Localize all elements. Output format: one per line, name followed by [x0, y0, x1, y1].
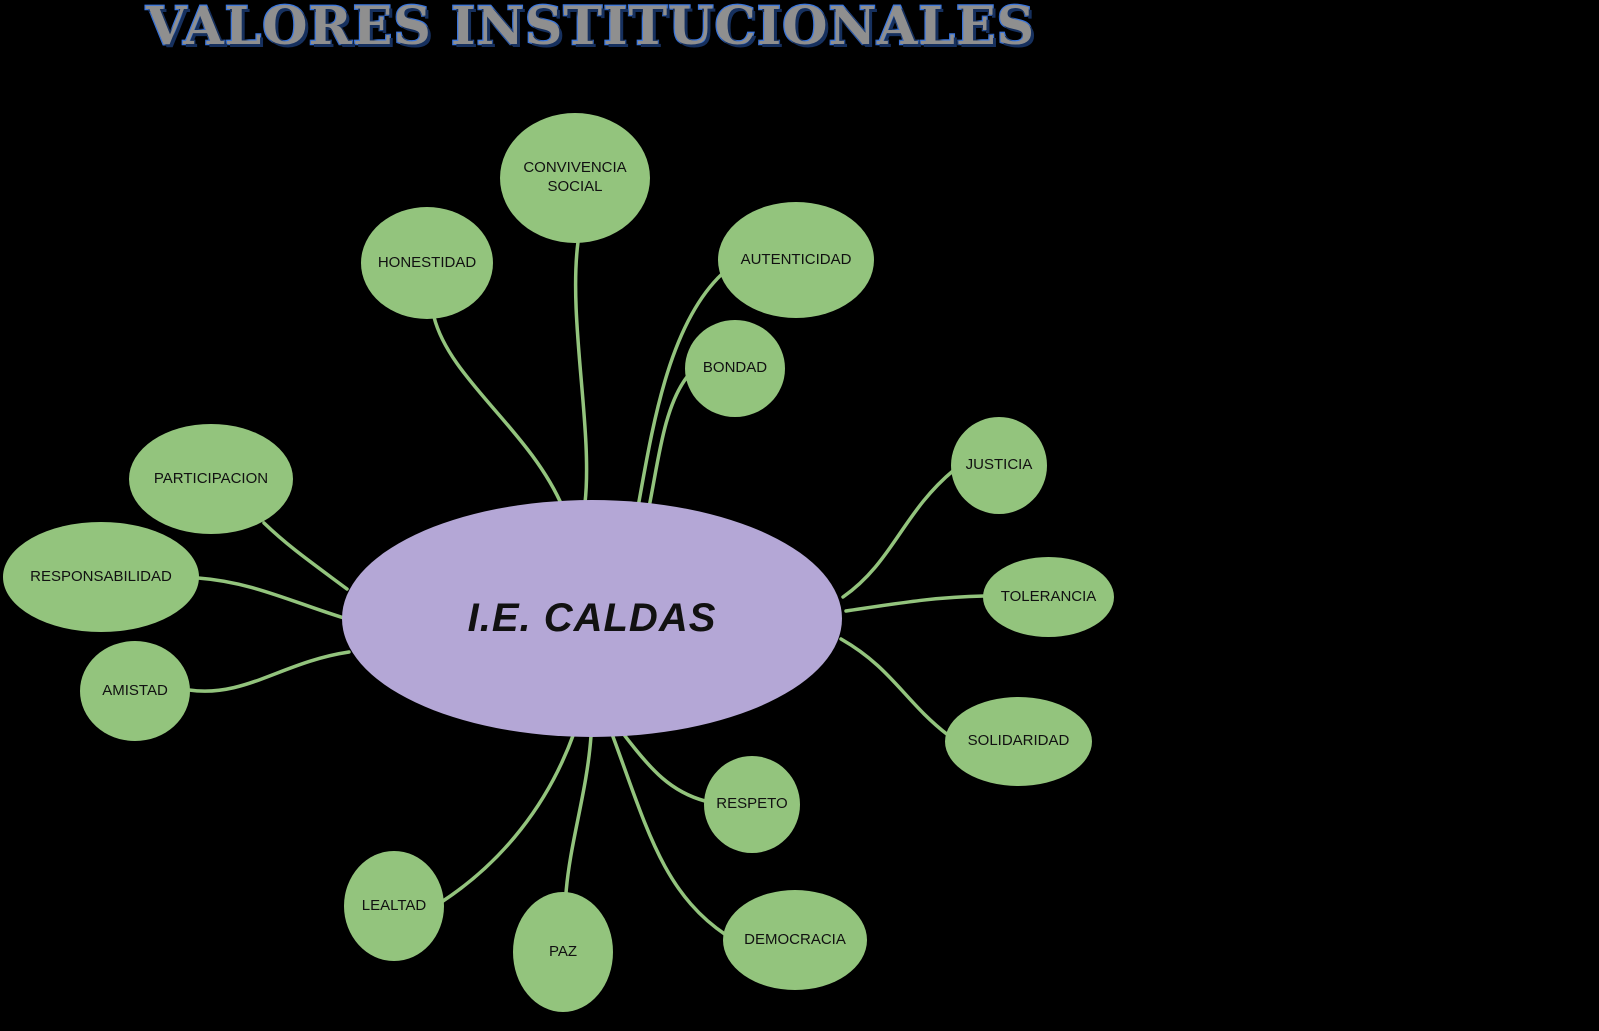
connector-responsabilidad	[196, 576, 346, 620]
connector-convivencia-social	[573, 240, 589, 505]
node-label: SOLIDARIDAD	[967, 732, 1070, 750]
node-label: BONDAD	[702, 359, 768, 377]
node-paz: PAZ	[513, 892, 613, 1012]
node-participacion: PARTICIPACION	[129, 424, 293, 534]
node-label: TOLERANCIA	[1000, 587, 1097, 605]
node-justicia: JUSTICIA	[951, 417, 1047, 514]
center-node-label: I.E. CALDAS	[467, 596, 717, 640]
node-democracia: DEMOCRACIA	[723, 890, 867, 990]
node-label: HONESTIDAD	[377, 253, 477, 271]
connector-paz	[564, 734, 593, 895]
node-responsabilidad: RESPONSABILIDAD	[3, 522, 199, 632]
node-honestidad: HONESTIDAD	[361, 207, 493, 319]
node-label: PARTICIPACION	[153, 469, 269, 487]
center-node-ie-caldas: I.E. CALDAS	[342, 500, 842, 737]
connector-honestidad	[432, 315, 565, 510]
page-title: VALORES INSTITUCIONALES	[145, 0, 1036, 58]
node-label: LEALTAD	[361, 896, 427, 914]
node-label: RESPETO	[716, 795, 788, 813]
node-solidaridad: SOLIDARIDAD	[945, 697, 1092, 786]
node-convivencia-social: CONVIVENCIA SOCIAL	[500, 113, 650, 243]
node-lealtad: LEALTAD	[344, 851, 444, 961]
node-amistad: AMISTAD	[80, 641, 190, 741]
connector-bondad	[646, 375, 689, 514]
node-autenticidad: AUTENTICIDAD	[718, 202, 874, 318]
node-label: DEMOCRACIA	[744, 930, 846, 948]
node-label: CONVIVENCIA SOCIAL	[523, 159, 627, 195]
node-label: AUTENTICIDAD	[740, 250, 852, 268]
node-respeto: RESPETO	[704, 756, 800, 853]
node-bondad: BONDAD	[685, 320, 785, 417]
node-label: PAZ	[548, 942, 578, 960]
connector-democracia	[610, 732, 728, 937]
connector-participacion	[262, 521, 349, 591]
node-label: JUSTICIA	[965, 456, 1033, 474]
node-label: RESPONSABILIDAD	[30, 567, 172, 585]
node-tolerancia: TOLERANCIA	[983, 557, 1114, 637]
node-label: AMISTAD	[102, 681, 168, 699]
connector-solidaridad	[839, 637, 950, 737]
connector-tolerancia	[844, 594, 986, 613]
connector-respeto	[620, 730, 707, 803]
connector-justicia	[841, 468, 956, 599]
connector-lealtad	[441, 731, 576, 903]
connector-amistad	[187, 650, 351, 693]
